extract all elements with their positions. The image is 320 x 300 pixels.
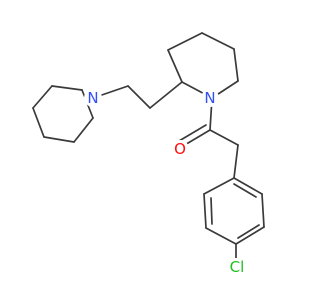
bond: [261, 193, 265, 228]
nitrogen-label: N: [204, 89, 215, 107]
bond: [203, 193, 207, 229]
bond: [51, 85, 83, 91]
chlorine-label: Cl: [230, 258, 245, 276]
bond: [32, 85, 53, 109]
atom-label-o: O: [171, 140, 189, 158]
bond: [205, 227, 237, 245]
left-piperidine-ring: [32, 85, 94, 143]
bond: [233, 177, 263, 195]
bond: [32, 107, 45, 138]
structure-canvas: N N O Cl: [32, 32, 265, 276]
bond: [167, 49, 183, 83]
bond: [233, 48, 239, 82]
atom-label-n-right: N: [201, 89, 219, 107]
right-piperidine-ring: [167, 32, 239, 99]
oxygen-label: O: [174, 140, 186, 158]
bond: [149, 81, 183, 109]
bond: [127, 85, 151, 109]
bond: [235, 226, 265, 245]
bond: [237, 224, 260, 239]
bond: [178, 124, 207, 142]
ethyl-linker: [92, 81, 183, 109]
bond: [73, 117, 94, 143]
atom-label-n-left: N: [84, 89, 102, 107]
bond: [167, 32, 203, 51]
bond: [210, 197, 213, 225]
nitrogen-label: N: [87, 89, 98, 107]
bond: [233, 144, 239, 179]
atom-label-cl: Cl: [225, 258, 249, 276]
bond: [182, 129, 211, 147]
acetyl-group: [178, 97, 239, 179]
bond: [209, 129, 239, 146]
bond: [233, 183, 257, 198]
molecule-diagram: N N O Cl: [32, 32, 265, 276]
bond: [201, 32, 235, 50]
bond: [203, 177, 235, 195]
bond: [43, 136, 75, 143]
chlorophenyl-ring: [203, 177, 265, 263]
